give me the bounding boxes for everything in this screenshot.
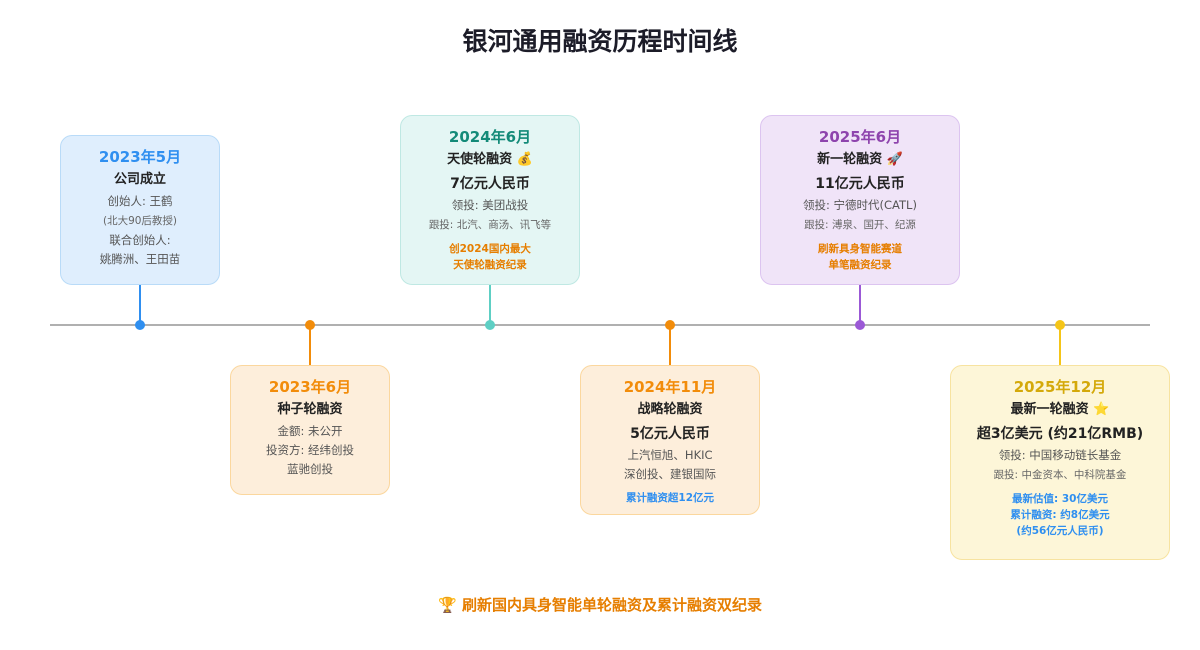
event-body-text: 投资方: 经纬创投 (265, 443, 355, 457)
timeline-dot (855, 320, 865, 330)
event-hl-text: 刷新具身智能赛道 (818, 243, 902, 255)
event-body-text: 领投: 中国移动链长基金 (998, 448, 1122, 462)
timeline-dot (1055, 320, 1065, 330)
event-hl-text: (约56亿元人民币) (1016, 525, 1104, 537)
event-body-text: 上汽恒旭、HKIC (627, 448, 713, 462)
event-small-text: 跟投: 中金资本、中科院基金 (993, 469, 1127, 481)
event-body-text: 创始人: 王鹤 (107, 194, 173, 208)
event-head-text: 种子轮融资 (277, 402, 343, 417)
timeline-dot (665, 320, 675, 330)
event-body-text: 联合创始人: (109, 233, 171, 247)
event-small-text: (北大90后教授) (102, 215, 178, 227)
event-small-text: 跟投: 溥泉、国开、纪源 (804, 219, 916, 231)
event-hl-text: 累计融资超12亿元 (625, 492, 715, 504)
event-card: 2025年6月新一轮融资 🚀 11亿元人民币领投: 宁德时代(CATL) 跟投: 溥… (760, 115, 960, 285)
event-body-text: 姚腾洲、王田苗 (99, 252, 181, 266)
footer-text: 刷新国内具身智能单轮融资及累计融资双纪录 (461, 596, 762, 614)
event-head-text: 新一轮融资 🚀 (817, 152, 903, 167)
event-body-text: 蓝驰创投 (287, 462, 333, 476)
event-amt-text: 5亿元人民币 (630, 426, 710, 442)
event-date: 2025年6月 (818, 128, 902, 146)
event-card: 2025年12月最新一轮融资 ⭐ 超3亿美元 (约21亿RMB) 领投: 中国移动链… (950, 365, 1170, 560)
event-amt-text: 7亿元人民币 (450, 176, 530, 192)
event-date: 2023年5月 (98, 148, 182, 166)
event-small-text: 跟投: 北汽、商汤、讯飞等 (428, 219, 552, 231)
event-card: 2024年11月战略轮融资 5亿元人民币上汽恒旭、HKIC 深创投、建银国际累计融资… (580, 365, 760, 515)
event-hl-text: 天使轮融资纪录 (453, 259, 527, 271)
page-title: 银河通用融资历程时间线 (462, 27, 738, 56)
event-hl-text: 单笔融资纪录 (828, 259, 892, 271)
event-body-text: 领投: 美团战投 (451, 198, 529, 212)
event-connector (859, 285, 861, 325)
event-date: 2024年6月 (448, 128, 532, 146)
event-body-text: 金额: 未公开 (277, 424, 343, 438)
event-connector (669, 325, 671, 365)
timeline-dot (305, 320, 315, 330)
event-card: 2023年5月公司成立创始人: 王鹤 (北大90后教授) 联合创始人: 姚腾洲、王田苗 (60, 135, 220, 285)
event-amt-text: 11亿元人民币 (815, 176, 905, 192)
event-connector (309, 325, 311, 365)
event-date: 2025年12月 (1013, 378, 1107, 396)
event-connector (139, 285, 141, 325)
event-hl-text: 最新估值: 30亿美元 (1012, 493, 1108, 505)
timeline-axis (50, 324, 1150, 326)
event-connector (489, 285, 491, 325)
timeline-dot (135, 320, 145, 330)
event-amt-text: 超3亿美元 (约21亿RMB) (976, 426, 1144, 442)
event-body-text: 领投: 宁德时代(CATL) (803, 198, 917, 212)
event-head-text: 公司成立 (113, 172, 166, 187)
event-head-text: 天使轮融资 💰 (447, 152, 533, 167)
timeline-dot (485, 320, 495, 330)
event-date: 2024年11月 (623, 378, 717, 396)
event-body-text: 深创投、建银国际 (624, 467, 716, 481)
event-connector (1059, 325, 1061, 365)
event-hl-text: 创2024国内最大 (449, 243, 531, 255)
trophy-icon: 🏆 (438, 596, 457, 614)
footer-note: 🏆 刷新国内具身智能单轮融资及累计融资双纪录 (0, 594, 1200, 615)
event-head-text: 战略轮融资 (637, 402, 703, 417)
event-card: 2024年6月天使轮融资 💰 7亿元人民币领投: 美团战投跟投: 北汽、商汤、讯飞… (400, 115, 580, 285)
event-head-text: 最新一轮融资 ⭐ (1010, 402, 1110, 417)
event-card: 2023年6月种子轮融资金额: 未公开投资方: 经纬创投蓝驰创投 (230, 365, 390, 495)
event-date: 2023年6月 (268, 378, 352, 396)
event-hl-text: 累计融资: 约8亿美元 (1010, 509, 1110, 521)
